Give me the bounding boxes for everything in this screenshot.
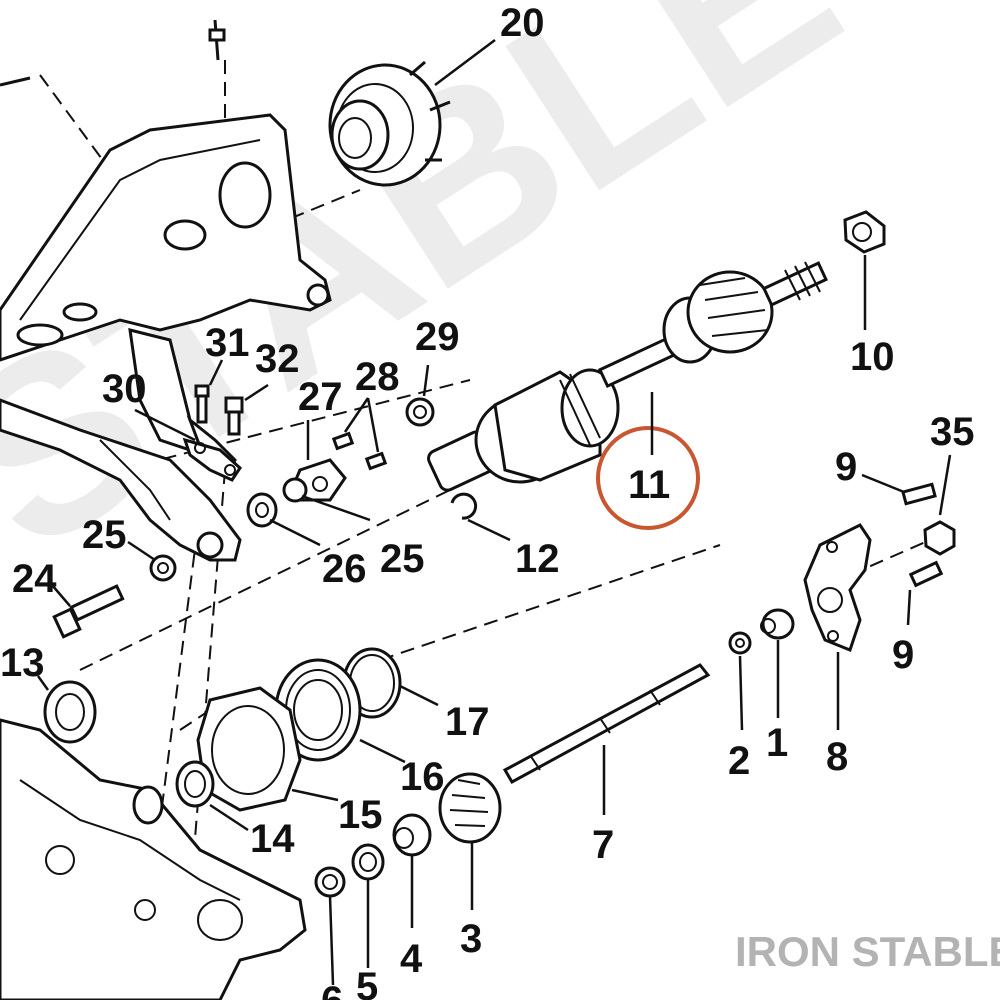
callout-32: 32 (255, 337, 300, 381)
callout-24: 24 (12, 557, 57, 601)
callout-labels: 20 31 32 29 30 28 27 10 35 9 11 25 26 25… (0, 1, 975, 1000)
leader-lines (36, 39, 952, 986)
callout-17: 17 (445, 700, 490, 744)
callout-3: 3 (460, 917, 482, 961)
callout-25-left: 25 (82, 513, 127, 557)
callout-28: 28 (355, 355, 400, 399)
callout-10: 10 (850, 335, 895, 379)
callout-13: 13 (0, 641, 45, 685)
callout-14: 14 (250, 817, 295, 861)
callout-8: 8 (826, 735, 848, 779)
callout-9-upper: 9 (835, 445, 857, 489)
differential-seals (43, 647, 502, 898)
callout-29: 29 (415, 315, 460, 359)
callout-15: 15 (338, 793, 383, 837)
axle-nut-part-10 (843, 210, 886, 254)
cv-axle-part-11 (427, 261, 828, 492)
callout-4: 4 (400, 937, 423, 981)
callout-1: 1 (766, 721, 788, 765)
callout-20: 20 (500, 1, 545, 45)
input-shaft-part-7 (502, 663, 711, 785)
callout-26: 26 (322, 547, 367, 591)
callout-2: 2 (728, 739, 750, 783)
callout-27: 27 (298, 375, 343, 419)
callout-9-lower: 9 (892, 633, 914, 677)
callout-25-right: 25 (380, 537, 425, 581)
callout-12: 12 (515, 537, 560, 581)
callout-5: 5 (356, 965, 378, 1000)
callout-31: 31 (205, 321, 250, 365)
callout-35: 35 (930, 410, 975, 454)
wheel-hub-part-20 (328, 60, 451, 187)
gearbox-housing (0, 718, 307, 1000)
callout-6: 6 (321, 979, 343, 1000)
circlip-part-12 (450, 492, 478, 520)
hardware (52, 384, 956, 655)
highlight-circle (596, 426, 700, 530)
brand-logo-text: IRON STABLE (735, 928, 1000, 975)
callout-16: 16 (400, 755, 445, 799)
callout-11: 11 (628, 463, 670, 507)
callout-30: 30 (102, 367, 147, 411)
callout-7: 7 (592, 823, 614, 867)
rear-subframe (0, 19, 332, 562)
